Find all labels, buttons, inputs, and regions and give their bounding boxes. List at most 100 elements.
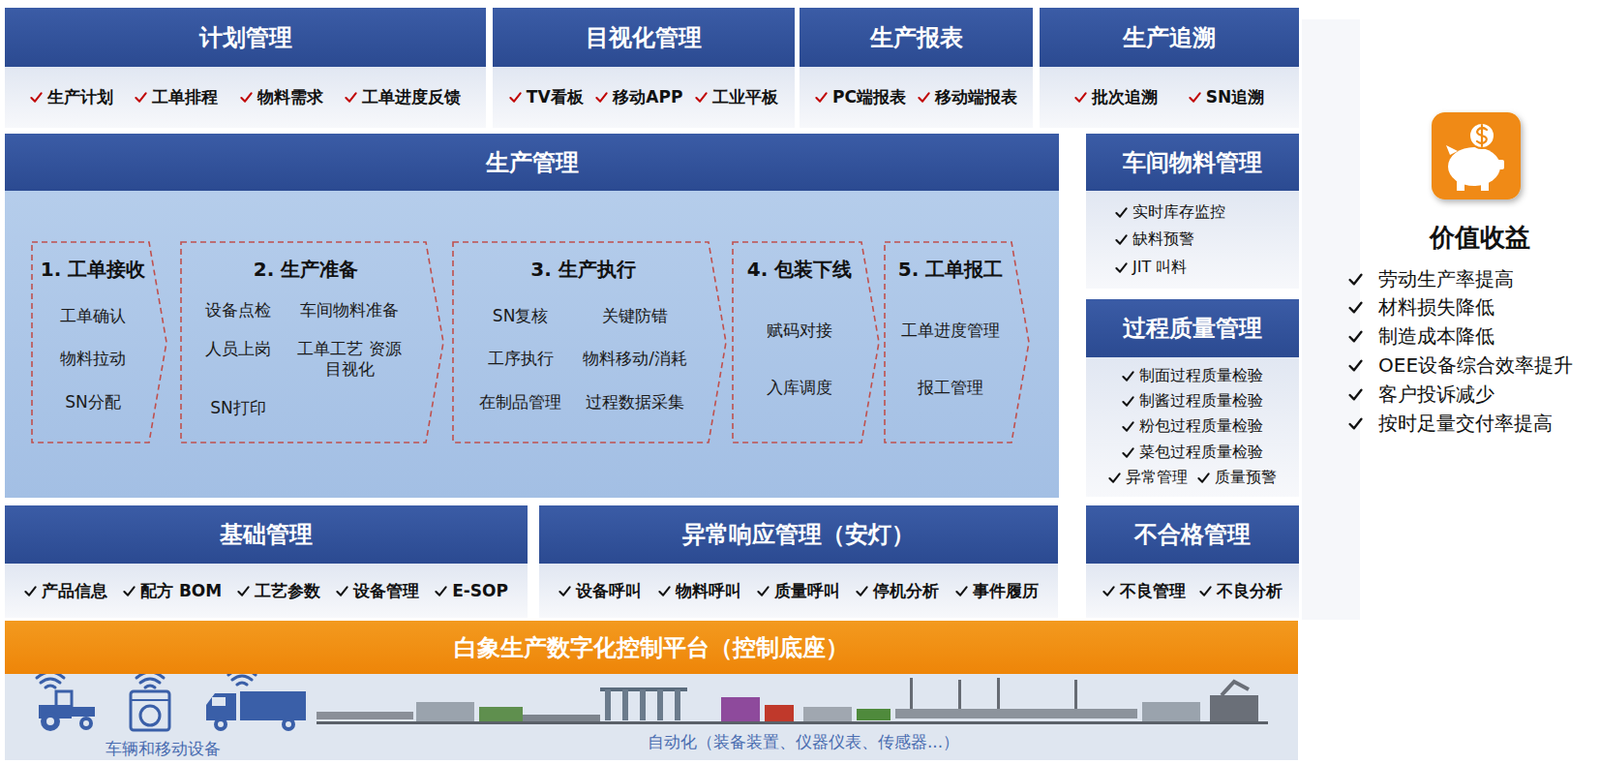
value-item: 劳动生产率提高 bbox=[1378, 266, 1514, 293]
feature-item: 设备呼叫 bbox=[558, 579, 642, 603]
check-mark bbox=[1189, 92, 1200, 101]
check-mark bbox=[1115, 233, 1128, 246]
production-line bbox=[1074, 679, 1078, 709]
check-mark bbox=[560, 586, 571, 595]
panel-title: 过程质量管理 bbox=[1122, 312, 1263, 344]
step-item: 入库调度 bbox=[766, 377, 833, 398]
washer-icon bbox=[130, 691, 170, 730]
feature-text: 不良分析 bbox=[1216, 579, 1283, 603]
step-item: 赋码对接 bbox=[766, 320, 833, 341]
check-mark bbox=[123, 586, 134, 595]
label: 按时足量交付率提高 bbox=[1348, 410, 1553, 437]
step-item: 物料拉动 bbox=[60, 348, 126, 369]
value-item: 材料损失降低 bbox=[1378, 294, 1495, 321]
check-mark bbox=[1122, 448, 1133, 456]
check-mark bbox=[24, 584, 37, 598]
panel-title: 生产管理 bbox=[485, 147, 579, 179]
production-line bbox=[803, 706, 852, 722]
feature-text: 工单排程 bbox=[151, 86, 218, 109]
feature-text: 工业平板 bbox=[712, 86, 779, 109]
feature-text: JIT 叫料 bbox=[1132, 257, 1187, 278]
wifi-symbol bbox=[237, 682, 247, 685]
module-panel: 车间物料管理实时库存监控缺料预警JIT 叫料 bbox=[1086, 133, 1299, 289]
wifi-symbol bbox=[140, 678, 160, 683]
panel-body: 产品信息配方 BOM工艺参数设备管理E-SOP bbox=[4, 563, 528, 618]
check-mark bbox=[136, 92, 147, 101]
panel-title: 基础管理 bbox=[219, 518, 313, 550]
step-item: 过程数据采集 bbox=[585, 392, 685, 413]
check-mark bbox=[595, 90, 608, 104]
check-mark bbox=[1188, 90, 1202, 104]
step-content: 3. 生产执行SN复核关键防错工序执行物料移动/消耗在制品管理过程数据采集 bbox=[452, 241, 728, 444]
panel-header: 生产追溯 bbox=[1039, 7, 1299, 67]
check-mark bbox=[696, 92, 707, 101]
feature-text: 质量预警 bbox=[1214, 467, 1277, 488]
check-mark bbox=[1350, 419, 1362, 429]
feature-item: E-SOP bbox=[434, 580, 509, 601]
truck-icon bbox=[240, 691, 306, 721]
wifi-symbol bbox=[40, 678, 61, 683]
feature-text: 配方 BOM bbox=[140, 579, 222, 603]
module-panel: 生产追溯批次追溯 SN追溯 bbox=[1039, 7, 1299, 128]
right-glow bbox=[1301, 19, 1360, 620]
production-line bbox=[674, 689, 681, 721]
strip-label: 自动化（装备装置、仪器仪表、传感器...） bbox=[647, 730, 960, 754]
feature-item: 工单进度反馈 bbox=[344, 86, 461, 109]
check-mark bbox=[1075, 92, 1086, 101]
label: 制造成本降低 bbox=[1348, 323, 1495, 350]
check-mark bbox=[1350, 361, 1362, 371]
washer-icon bbox=[130, 698, 170, 701]
strip-label: 车辆和移动设备 bbox=[105, 737, 221, 760]
panel-header: 车间物料管理 bbox=[1086, 133, 1299, 191]
feature-item: 制面过程质量检验 bbox=[1121, 365, 1264, 387]
check-mark bbox=[1116, 263, 1126, 272]
label: 材料损失降低 bbox=[1348, 294, 1495, 321]
step-content: 4. 包装下线赋码对接入库调度 bbox=[731, 241, 881, 444]
check-mark bbox=[434, 584, 448, 598]
equipment-strip bbox=[4, 673, 1299, 760]
check-mark bbox=[1199, 584, 1212, 598]
process-step: 2. 生产准备设备点检车间物料准备人员上岗工单工艺 资源目视化SN打印 bbox=[180, 241, 446, 444]
tractor-icon bbox=[83, 720, 90, 726]
module-panel: 目视化管理TV看板移动APP工业平板 bbox=[492, 7, 795, 128]
check-mark bbox=[1350, 274, 1362, 285]
feature-item: 质量预警 bbox=[1197, 467, 1277, 488]
check-mark bbox=[955, 584, 968, 598]
module-panel: 生产报表 PC端报表移动端报表 bbox=[799, 7, 1033, 128]
feature-item: 批次追溯 bbox=[1074, 86, 1158, 109]
feature-item: 工单排程 bbox=[134, 86, 218, 109]
check-mark bbox=[335, 584, 349, 598]
panel-title: 生产报表 bbox=[870, 22, 964, 54]
tractor-icon bbox=[38, 691, 95, 731]
check-mark bbox=[240, 90, 253, 104]
feature-item: 移动端报表 bbox=[917, 86, 1018, 109]
truck-icon bbox=[217, 721, 224, 727]
piggy-bank-icon bbox=[1480, 178, 1489, 191]
production-line bbox=[1142, 701, 1201, 722]
check-mark bbox=[1109, 473, 1119, 482]
panel-body: PC端报表移动端报表 bbox=[799, 66, 1033, 128]
feature-text: 制酱过程质量检验 bbox=[1139, 391, 1264, 412]
piggy-bank-icon bbox=[1496, 159, 1505, 170]
truck-icon bbox=[285, 721, 292, 727]
step-items: 工单进度管理报工管理 bbox=[887, 282, 1014, 436]
check-mark bbox=[239, 586, 249, 595]
label: 车辆和移动设备 bbox=[85, 737, 241, 760]
feature-item: 粉包过程质量检验 bbox=[1121, 416, 1264, 437]
feature-item: SN追溯 bbox=[1188, 86, 1265, 109]
check-mark bbox=[694, 90, 708, 104]
truck-icon bbox=[213, 717, 228, 731]
module-panel: 基础管理产品信息配方 BOM工艺参数设备管理E-SOP bbox=[4, 505, 528, 618]
check-mark bbox=[857, 586, 868, 595]
value-title: 价值收益 bbox=[1429, 220, 1531, 255]
label: 价值收益 bbox=[1392, 220, 1568, 255]
panel-title: 不合格管理 bbox=[1134, 518, 1251, 550]
panel-body: 生产计划工单排程物料需求工单进度反馈 bbox=[4, 66, 486, 128]
feature-text: 设备管理 bbox=[353, 579, 420, 603]
feature-text: 批次追溯 bbox=[1091, 86, 1158, 109]
feature-text: 停机分析 bbox=[873, 579, 939, 603]
check-mark bbox=[1348, 329, 1363, 344]
feature-text: 工单进度反馈 bbox=[362, 86, 461, 109]
platform-band: 白象生产数字化控制平台（控制底座） bbox=[4, 620, 1299, 674]
